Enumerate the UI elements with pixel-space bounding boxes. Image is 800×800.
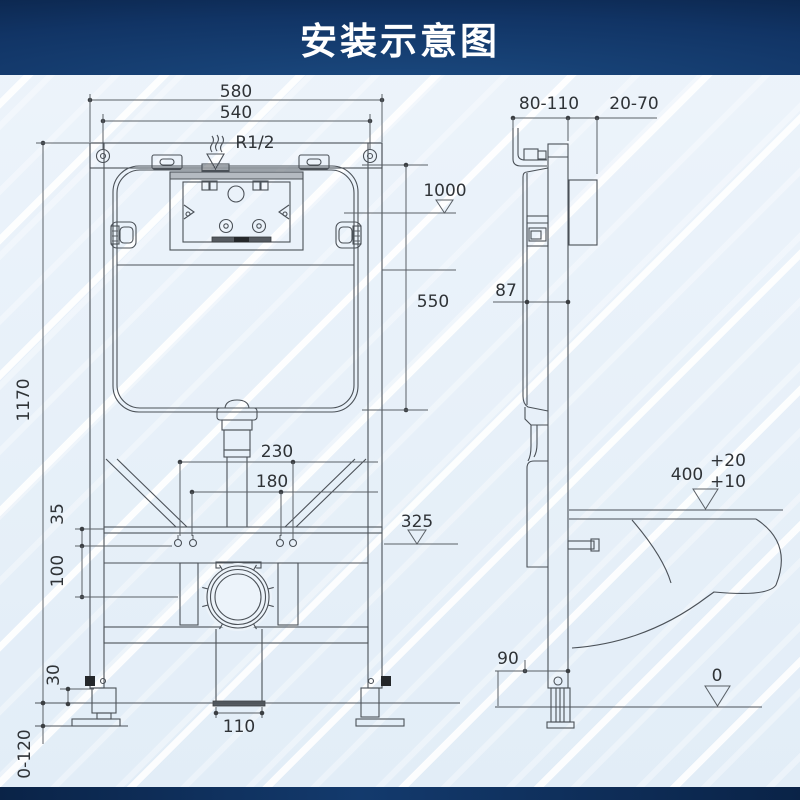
datum-0-label: 0 <box>712 666 723 686</box>
water-inlet-symbol: R1/2 <box>201 133 275 172</box>
dim-20-70-label: 20-70 <box>609 94 658 114</box>
dimension-180: 180 <box>189 472 378 536</box>
dim-35-label: 35 <box>48 503 68 525</box>
dimension-0-120: 0-120 <box>15 700 46 779</box>
dim-325-label: 325 <box>401 512 433 532</box>
inspection-window <box>169 171 304 251</box>
dim-1170-label: 1170 <box>14 378 34 421</box>
tank-profile <box>522 167 549 412</box>
front-view: 580 540 <box>14 82 467 779</box>
title-banner: 安装示意图 <box>0 0 800 75</box>
dim-100-label: 100 <box>48 555 68 587</box>
dimension-90: 90 <box>495 649 571 706</box>
dim-540-label: 540 <box>220 103 252 123</box>
dim-400-label: 400 <box>671 465 703 485</box>
dimension-325-level: 325 <box>384 512 458 545</box>
drain-socket <box>202 561 274 631</box>
side-rail <box>547 143 569 689</box>
dimension-80-110: 80-110 20-70 <box>510 94 659 174</box>
wall-bracket <box>512 128 547 167</box>
dim-90-label: 90 <box>497 649 519 669</box>
flush-plate-box <box>568 179 598 246</box>
dim-80-110-label: 80-110 <box>519 94 579 114</box>
dimension-100: 100 <box>48 546 178 600</box>
dim-1000-label: 1000 <box>423 181 466 201</box>
dim-180-label: 180 <box>256 472 288 492</box>
dim-230-label: 230 <box>261 442 293 462</box>
drain-pipe <box>212 629 266 707</box>
dim-0-120-label: 0-120 <box>15 729 35 778</box>
dimension-540: 540 <box>100 103 373 150</box>
dimension-1000-level: 1000 <box>344 162 467 271</box>
dimension-400: 400 +20 +10 <box>671 451 746 510</box>
dim-87-label: 87 <box>495 281 517 301</box>
dim-580-label: 580 <box>220 82 252 102</box>
dim-30-label: 30 <box>44 664 64 686</box>
flush-bend <box>524 407 548 568</box>
side-foot <box>546 676 575 729</box>
floor-datum: 0 <box>495 666 762 708</box>
side-view: 80-110 20-70 <box>493 94 783 729</box>
dim-400-tol-upper: +20 <box>710 451 746 471</box>
dimension-87: 87 <box>493 281 571 305</box>
diagonal-braces <box>105 458 367 528</box>
dimension-550: 550 <box>362 165 449 413</box>
dimension-230: 230 <box>177 442 378 536</box>
dimension-35: 35 <box>48 503 172 549</box>
dimension-30: 30 <box>44 664 94 707</box>
tank-brackets <box>151 154 330 170</box>
adjustable-feet <box>71 676 405 727</box>
dimension-1170: 1170 <box>14 140 92 706</box>
dim-550-label: 550 <box>417 292 449 312</box>
floor-lines <box>35 702 460 727</box>
support-crossbar <box>103 526 383 548</box>
toilet-bowl-profile <box>569 509 783 649</box>
dim-110-label: 110 <box>223 717 255 737</box>
dimension-110: 110 <box>213 707 265 737</box>
flush-pipe <box>216 399 258 527</box>
dimension-580: 580 <box>87 82 385 142</box>
inlet-thread-label: R1/2 <box>235 133 274 153</box>
page-title: 安装示意图 <box>300 19 500 63</box>
footer-bar <box>0 787 800 800</box>
dim-400-tol-lower: +10 <box>710 472 746 492</box>
cistern-tank <box>112 165 359 413</box>
bowl-inlet-pipe <box>567 538 600 552</box>
side-clips <box>110 221 362 249</box>
